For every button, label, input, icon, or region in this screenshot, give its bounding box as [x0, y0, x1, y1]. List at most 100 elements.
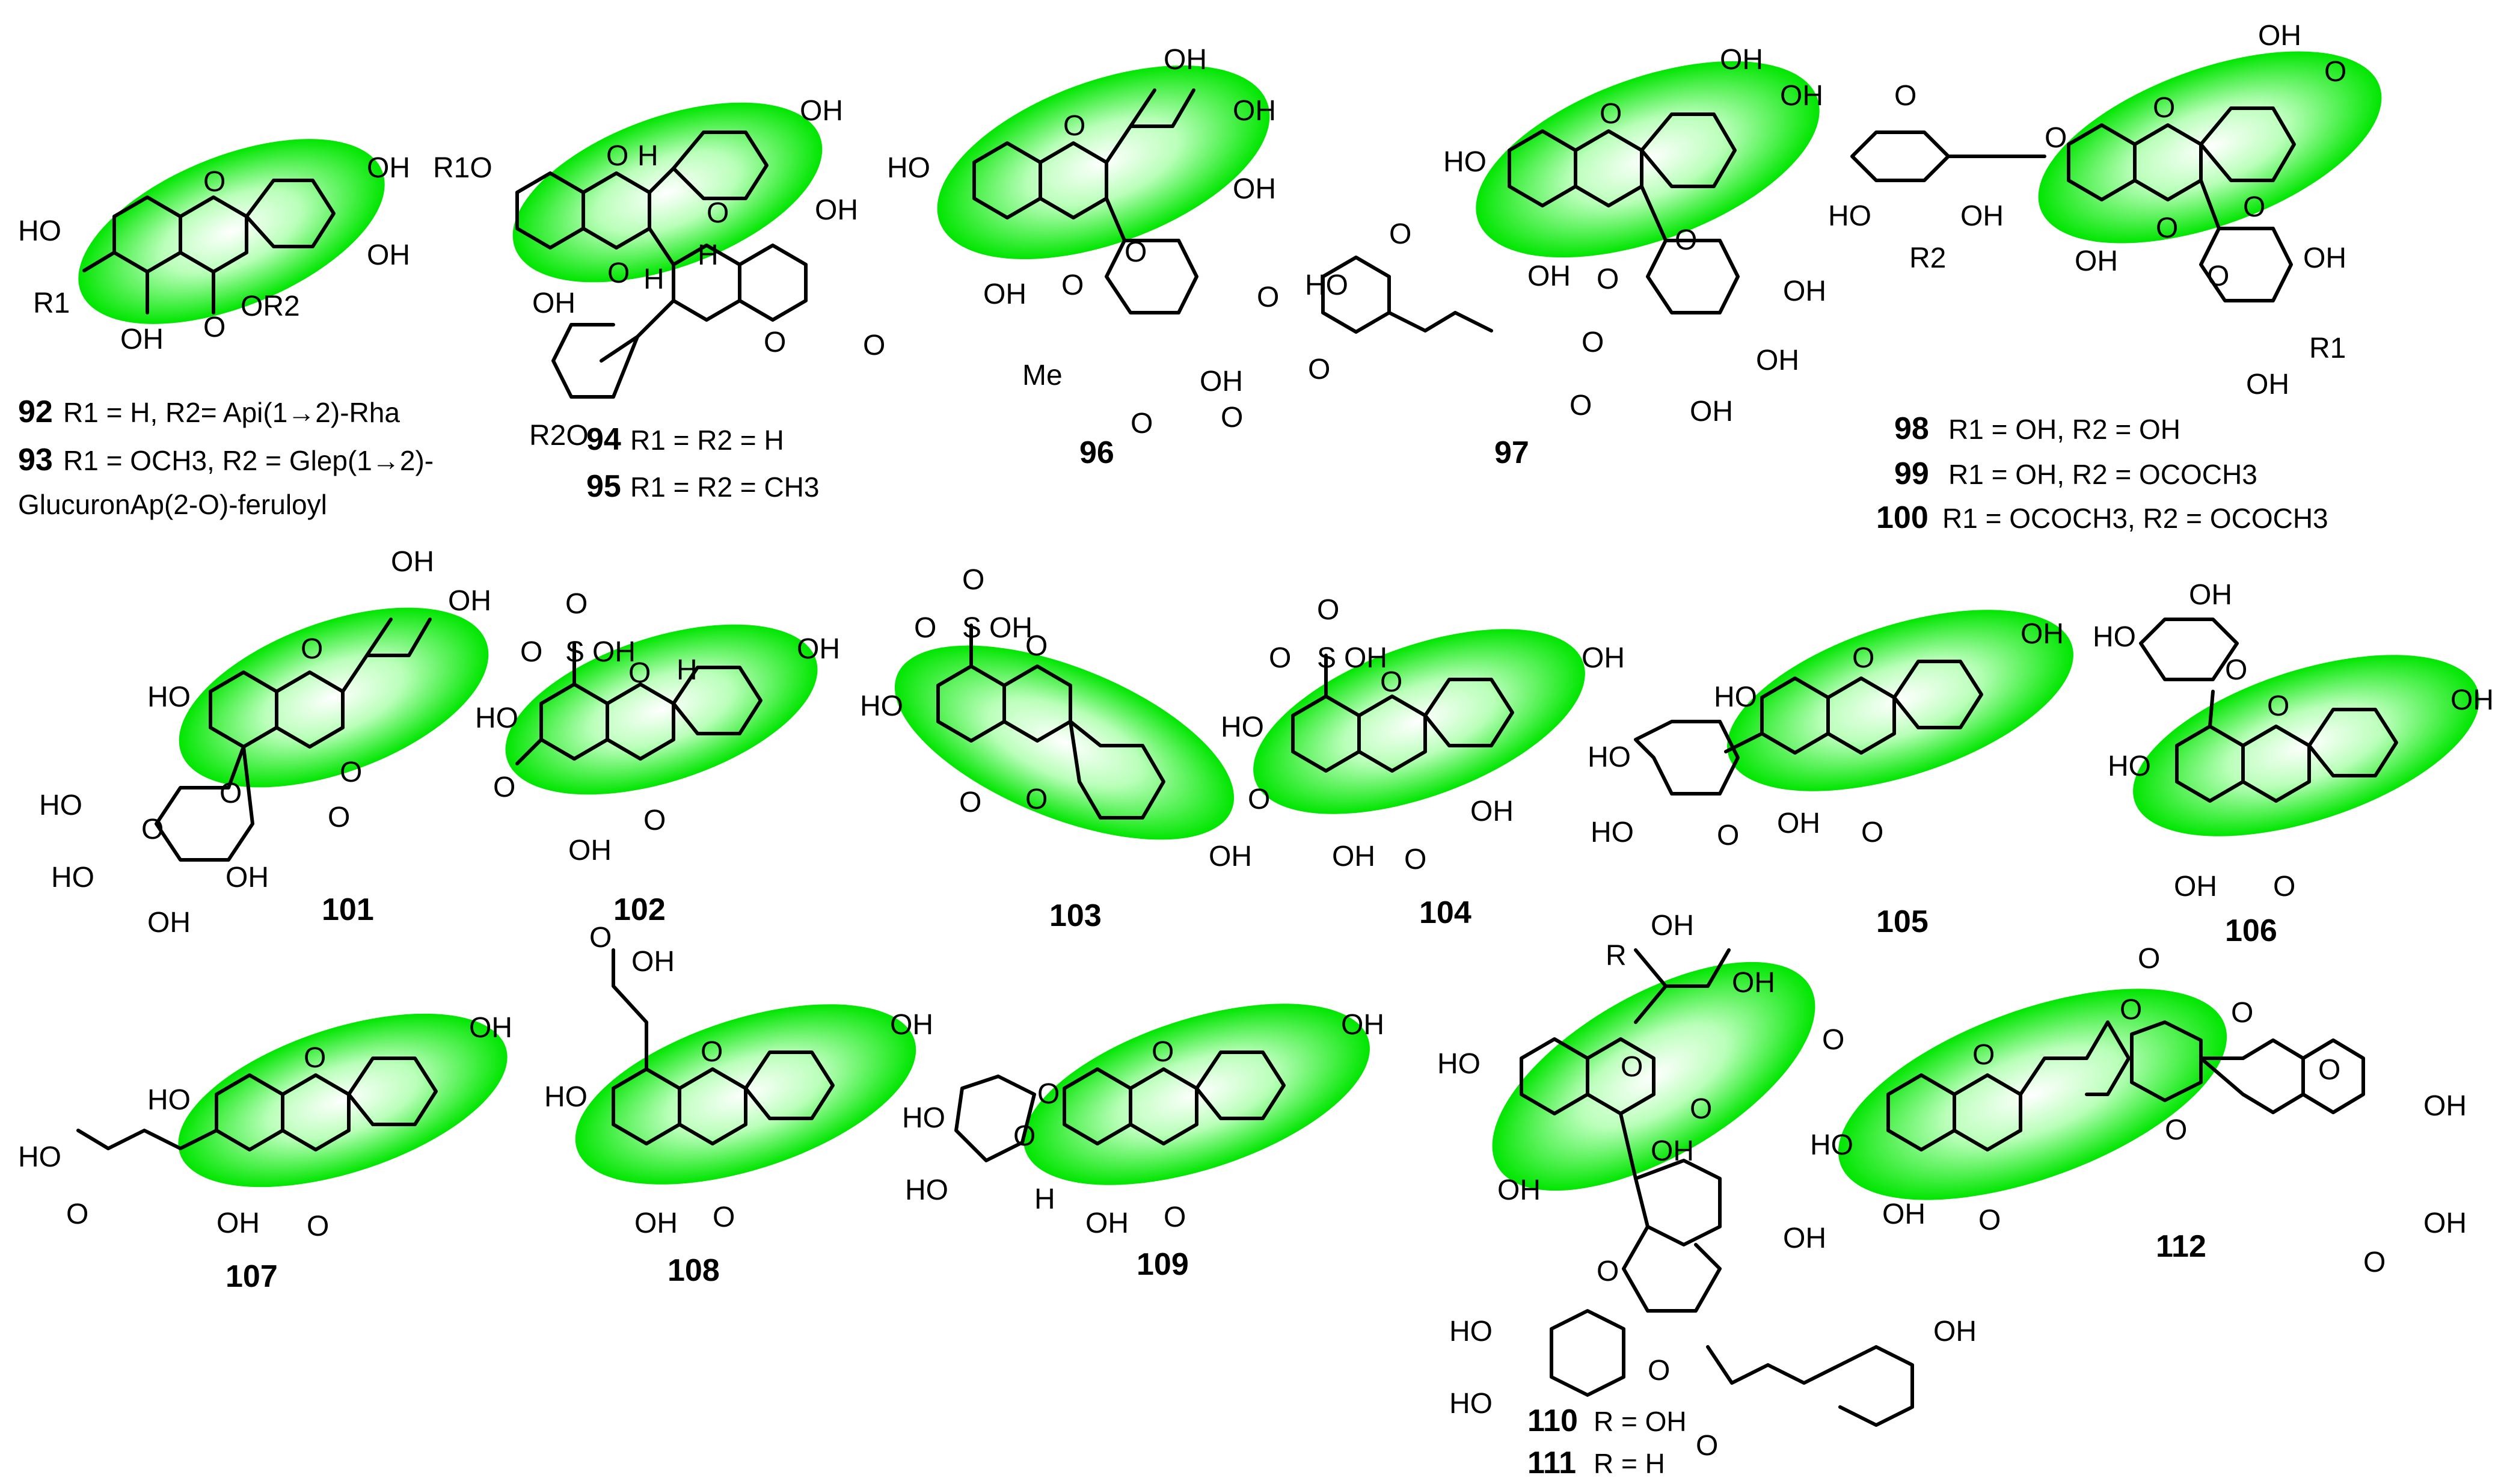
atom-o: O	[520, 636, 542, 668]
structure-105: OH HO O HO HO O OH O 105	[1588, 610, 2073, 939]
atom-oh: OH	[1933, 1316, 1977, 1348]
atom-ho: HO	[147, 681, 191, 713]
highlight-ellipse	[894, 645, 1235, 840]
atom-o: O	[1013, 1120, 1036, 1152]
atom-oh: OH	[448, 585, 491, 617]
structure-102: S O O OH OH HO O H O OH O 102	[475, 588, 840, 927]
atom-s: S	[962, 612, 981, 644]
compound-number-95: 95	[586, 469, 621, 504]
atom-h: H	[1034, 1183, 1055, 1215]
atom-oh: OH	[1332, 841, 1375, 872]
atom-r1: R1	[33, 287, 70, 319]
highlight-ellipse	[2038, 51, 2382, 244]
atom-oh: OH	[532, 287, 575, 319]
atom-o: O	[2225, 654, 2247, 686]
atom-oh: OH	[1233, 173, 1276, 205]
atom-o: O	[1648, 1355, 1670, 1387]
atom-ho: HO	[2108, 750, 2151, 782]
atom-o: O	[2267, 690, 2289, 722]
atom-o: O	[1675, 224, 1697, 256]
atom-o: O	[1978, 1204, 2001, 1236]
atom-o: O	[2165, 1114, 2187, 1146]
atom-oh: OH	[568, 835, 612, 866]
atom-o: O	[340, 756, 362, 788]
atom-o: O	[1597, 1256, 1619, 1287]
atom-oh: OH	[1960, 200, 2004, 232]
structure-101: OH OH HO O O O O HO O HO OH OH 101	[39, 546, 491, 939]
caption-93-b: GlucuronAp(2-O)-feruloyl	[18, 489, 327, 520]
atom-ho: HO	[887, 152, 930, 184]
atom-o: O	[2243, 191, 2265, 223]
atom-o: O	[701, 1036, 723, 1068]
atom-ho: HO	[475, 702, 518, 734]
caption-111: R = H	[1594, 1448, 1665, 1479]
atom-ho: HO	[2093, 621, 2136, 653]
atom-oh: OH	[1497, 1174, 1541, 1206]
compound-number-101: 101	[322, 892, 374, 927]
atom-o: O	[713, 1201, 735, 1233]
atom-oh: OH	[890, 1009, 933, 1041]
atom-o: O	[2318, 1054, 2340, 1086]
atom-o: O	[203, 166, 226, 198]
atom-ho: HO	[1591, 817, 1634, 848]
atom-o: O	[565, 588, 588, 620]
atom-o: O	[2207, 260, 2229, 292]
atom-o: O	[863, 330, 885, 361]
atom-ho: HO	[1443, 146, 1487, 178]
atom-oh: OH	[216, 1207, 260, 1239]
atom-o: O	[959, 786, 981, 818]
atom-o: O	[1894, 80, 1916, 112]
compound-number-106: 106	[2225, 913, 2277, 948]
atom-r: R	[1606, 940, 1627, 972]
atom-ho: HO	[1305, 269, 1348, 301]
compound-number-97: 97	[1494, 435, 1529, 470]
atom-o: O	[1852, 642, 1874, 674]
structure-97: OH OH HO O OH O O O HO O O O OH OH OH 97	[1305, 44, 1826, 470]
atom-o: O	[219, 777, 242, 809]
atom-oh: OH	[631, 946, 675, 978]
atom-oh: OH	[1783, 275, 1826, 307]
atom-oh: OH	[147, 907, 191, 939]
atom-oh: OH	[1732, 967, 1775, 999]
compound-number-100: 100	[1876, 500, 1929, 535]
atom-o: O	[1582, 327, 1604, 358]
compound-number-94: 94	[586, 422, 621, 457]
caption-110: R = OH	[1594, 1406, 1687, 1437]
compound-number-103: 103	[1049, 898, 1102, 933]
atom-o: O	[643, 805, 666, 836]
atom-o: O	[1152, 1036, 1174, 1068]
atom-oh: OH	[1783, 1222, 1826, 1254]
structure-96: OH OH OH HO O OH O O Me OH O O O 96	[887, 44, 1279, 470]
compound-number-108: 108	[667, 1253, 720, 1288]
atom-ho: HO	[1449, 1388, 1493, 1420]
atom-o: O	[301, 633, 323, 665]
structure-108: O OH OH HO O OH O 108	[544, 922, 933, 1288]
atom-oh: OH	[800, 95, 843, 127]
atom-ho: HO	[147, 1084, 191, 1116]
atom-h: H	[698, 239, 719, 271]
atom-o: O	[1317, 594, 1339, 626]
b-ring	[245, 179, 336, 248]
compound-number-107: 107	[226, 1259, 278, 1294]
atom-ho: HO	[1437, 1048, 1481, 1080]
atom-oh: OH	[815, 194, 858, 226]
atom-ho: HO	[544, 1081, 588, 1113]
atom-o: O	[1690, 1093, 1712, 1125]
structure-98-100: OH O O O O HO OH R2 OH O O O OH R1 OH 98…	[1828, 20, 2382, 535]
atom-h: H	[643, 263, 664, 295]
atom-oh: OH	[1200, 366, 1243, 397]
c-ring	[179, 195, 248, 274]
caption-100: R1 = OCOCH3, R2 = OCOCH3	[1942, 503, 2328, 534]
atom-o: O	[1717, 820, 1739, 851]
atom-ho: HO	[1714, 681, 1757, 713]
highlight-ellipse	[78, 139, 385, 324]
atom-o: O	[2231, 997, 2253, 1029]
atom-o: O	[628, 657, 651, 689]
compound-number-98: 98	[1894, 411, 1929, 446]
atom-o: O	[2324, 56, 2346, 88]
atom-o: O	[2363, 1246, 2386, 1278]
atom-ho: HO	[905, 1174, 948, 1206]
atom-o: O	[2273, 871, 2295, 903]
atom-oh: OH	[2303, 242, 2346, 274]
atom-oh: OH	[592, 636, 636, 668]
